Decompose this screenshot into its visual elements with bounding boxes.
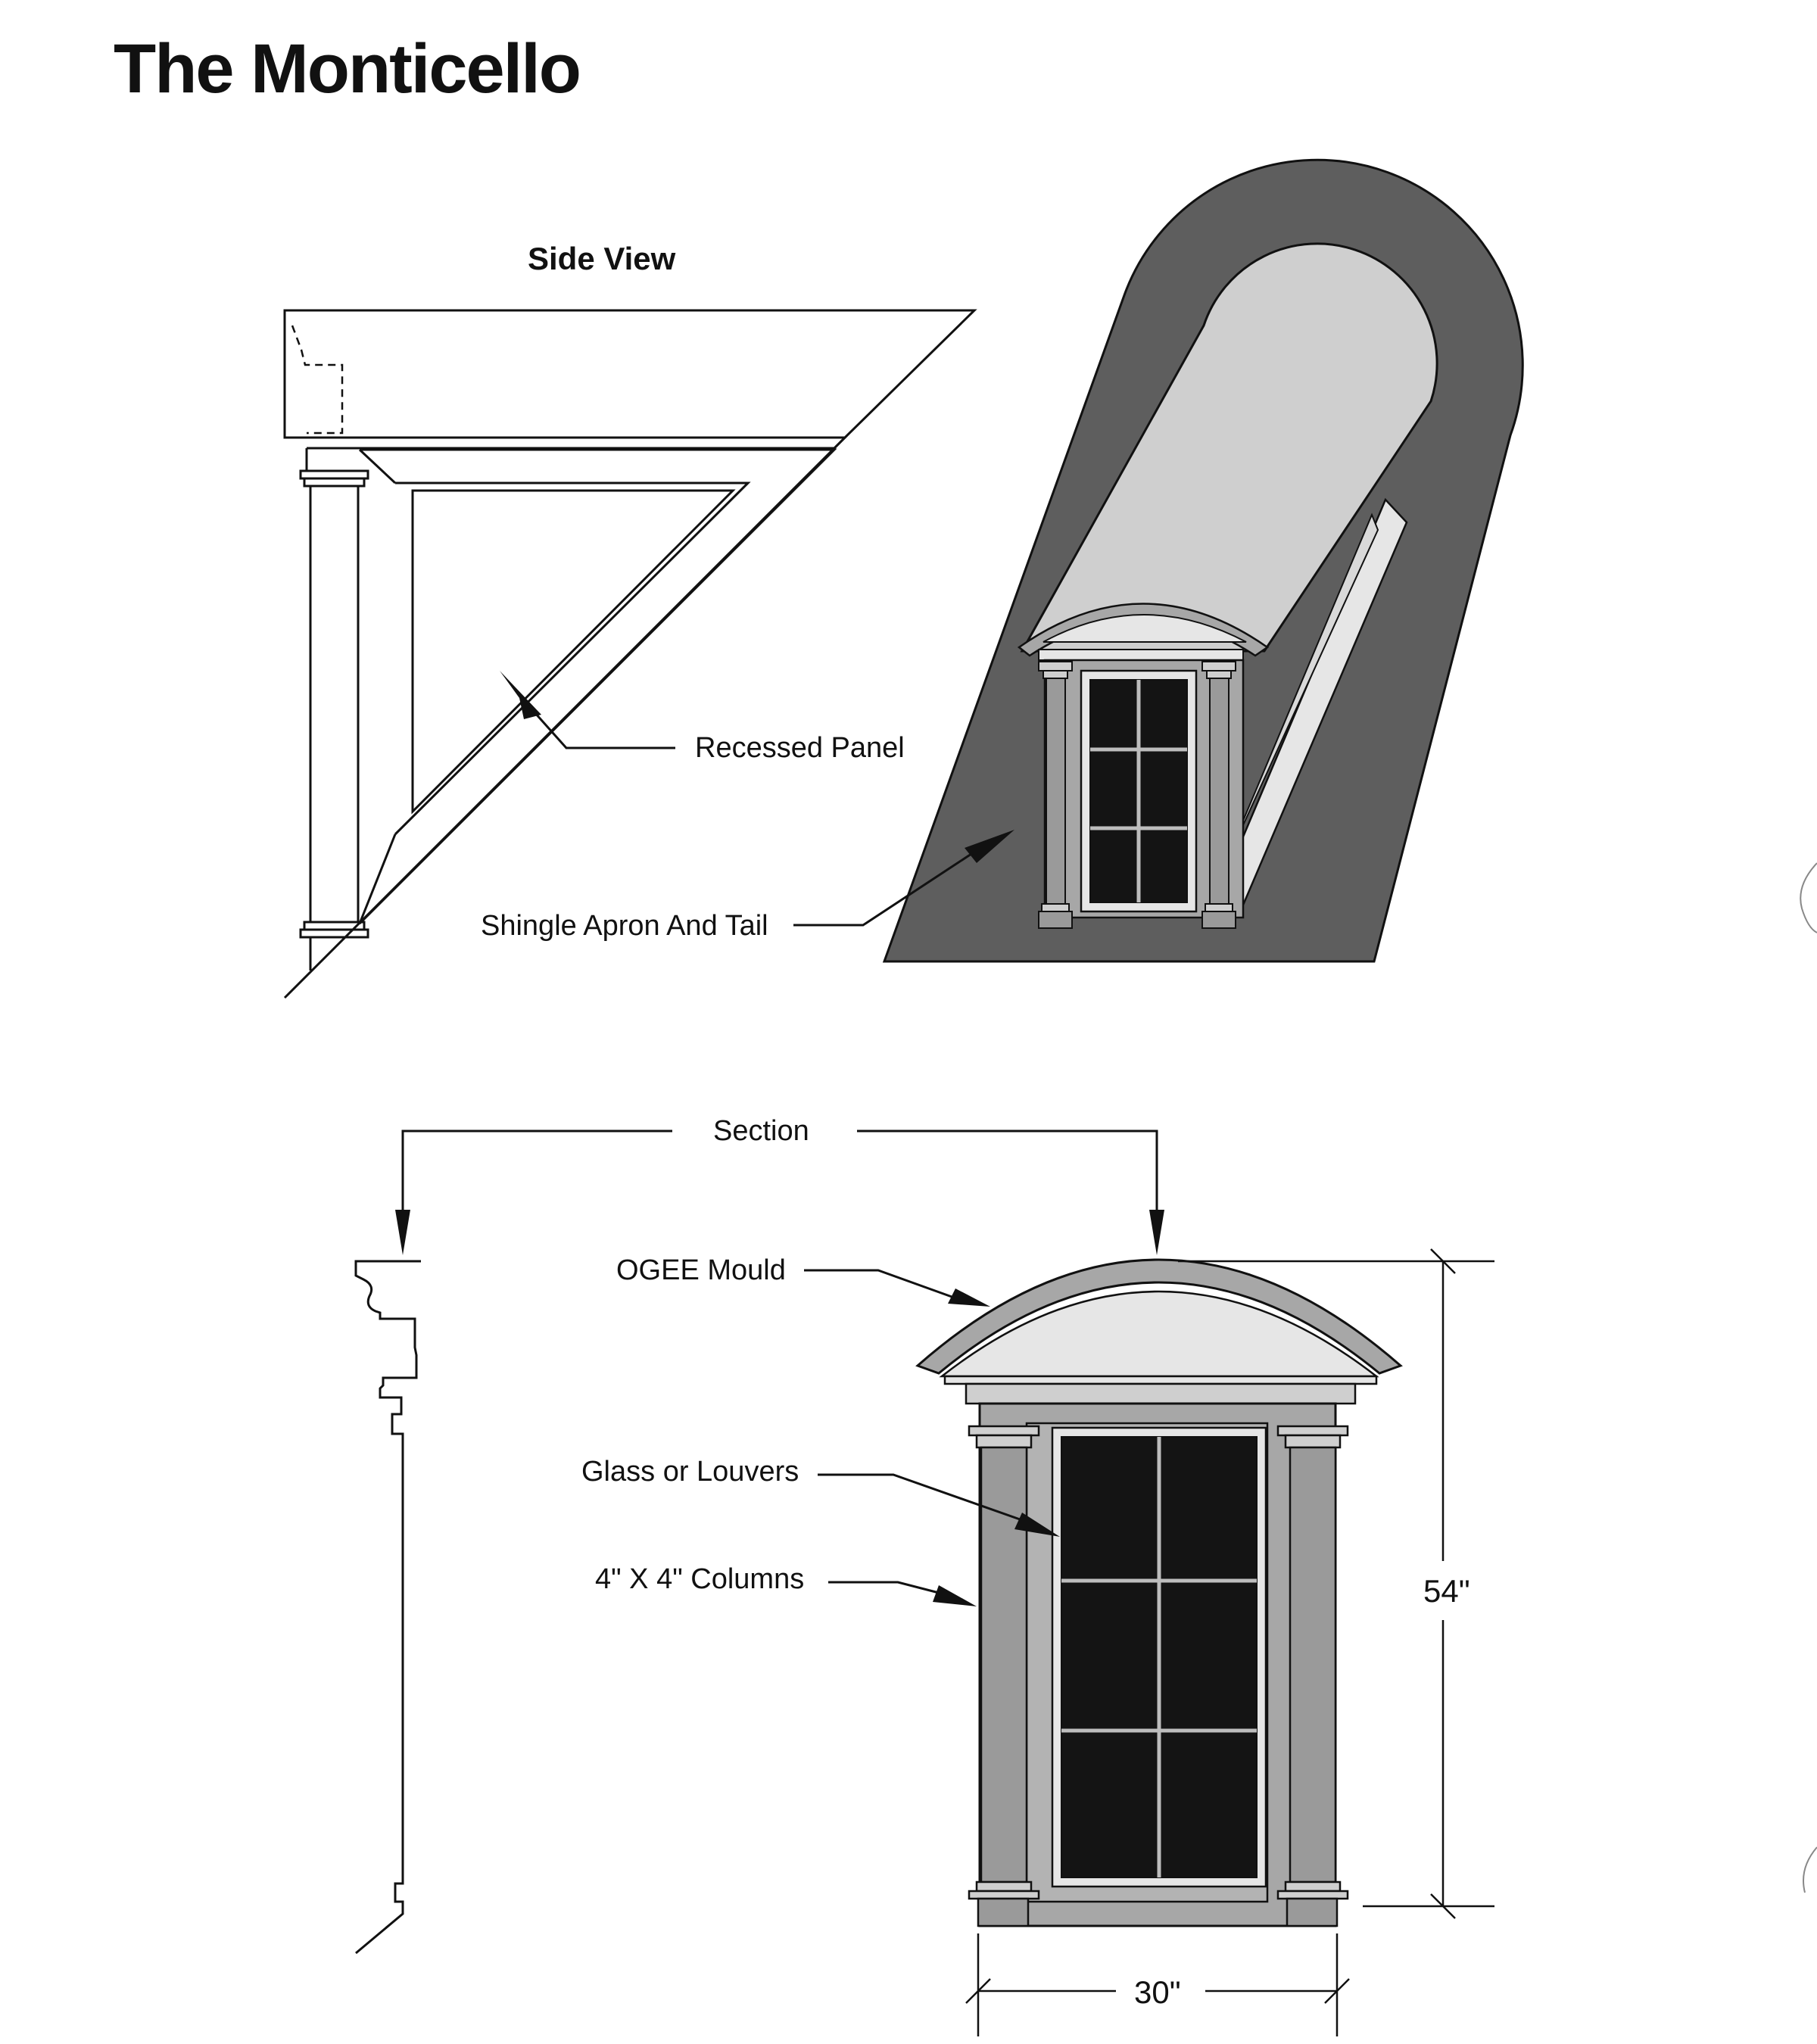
side-view-drawing: Side View Recessed Panel	[283, 241, 977, 999]
section-label: Section	[713, 1115, 809, 1147]
ogee-mould-label: OGEE Mould	[616, 1254, 786, 1286]
page-title: The Monticello	[114, 30, 580, 107]
front-elevation: OGEE Mould Glass or Louvers 4" X 4" Colu…	[581, 1248, 1494, 2036]
recessed-panel-label: Recessed Panel	[695, 732, 905, 764]
side-view-heading: Side View	[528, 241, 676, 276]
columns-label: 4" X 4" Columns	[595, 1563, 804, 1595]
glass-label: Glass or Louvers	[581, 1456, 799, 1488]
dormer-perspective: Shingle Apron And Tail	[481, 158, 1524, 963]
shingle-apron-label: Shingle Apron And Tail	[481, 910, 768, 942]
height-dimension: 54"	[1423, 1573, 1470, 1609]
section-profile: Section	[354, 1115, 1164, 1955]
binder-hole-mark	[1803, 1846, 1817, 1893]
binder-hole-mark	[1800, 862, 1817, 933]
ogee-mould	[915, 1258, 1403, 1375]
barrel-roof	[1020, 242, 1438, 653]
width-dimension: 30"	[1134, 1974, 1181, 2010]
